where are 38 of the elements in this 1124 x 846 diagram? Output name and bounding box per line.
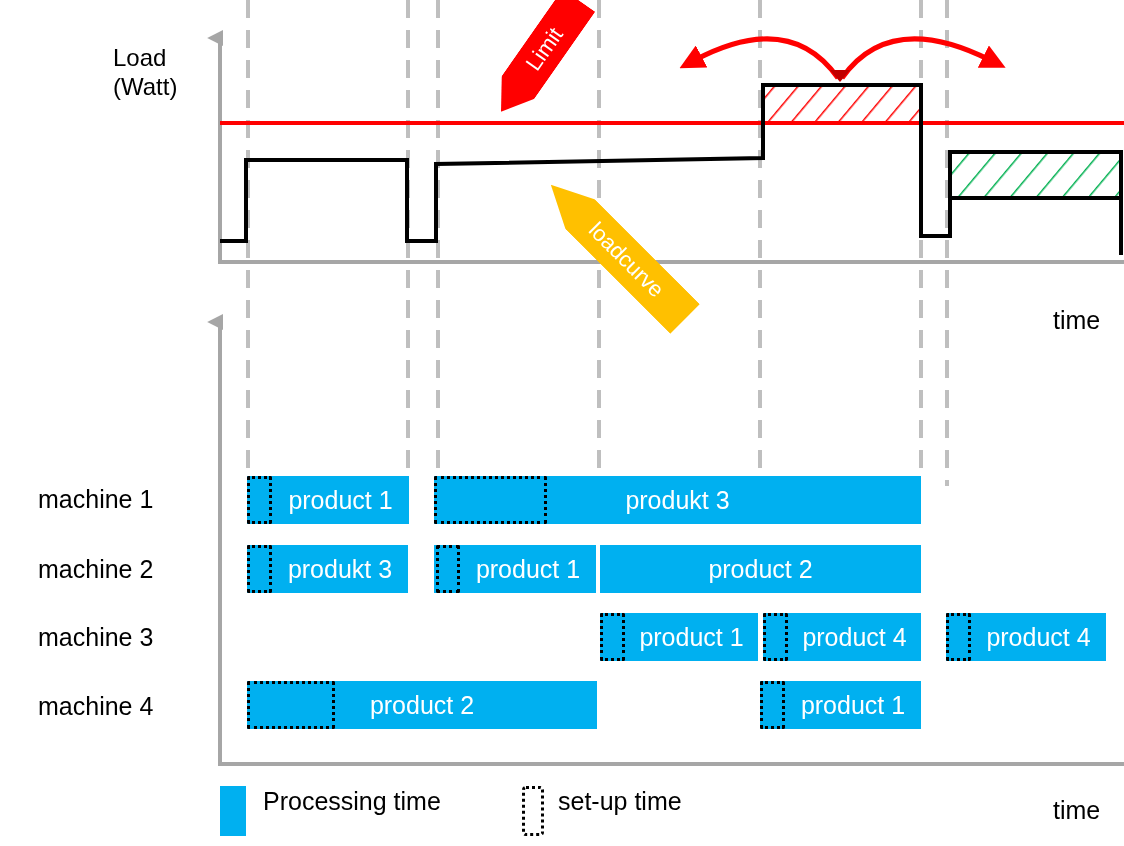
setup-time-box [247, 545, 272, 593]
legend-label: Processing time [263, 787, 441, 816]
processing-bar [946, 613, 1106, 661]
processing-bar [247, 545, 408, 593]
machine-label: machine 2 [38, 555, 154, 584]
setup-time-box [247, 476, 272, 524]
product-label: produkt 3 [287, 554, 393, 584]
processing-bar [600, 613, 758, 661]
setup-time-box [600, 613, 625, 661]
setup-time-box [436, 545, 460, 593]
setup-time-box [946, 613, 971, 661]
axis-label: time [1053, 306, 1101, 335]
processing-bar [763, 613, 921, 661]
product-label: product 2 [708, 554, 813, 584]
axis-label: time [1053, 796, 1101, 825]
processing-bar [600, 545, 921, 593]
product-label: product 2 [369, 690, 475, 720]
product-label: product 4 [986, 622, 1091, 652]
product-label: product 1 [800, 690, 906, 720]
product-label: product 4 [802, 622, 907, 652]
machine-label: machine 4 [38, 692, 154, 721]
setup-time-box [247, 681, 335, 729]
legend-label: set-up time [558, 787, 682, 816]
processing-bar [434, 476, 921, 524]
product-label: product 1 [288, 485, 393, 515]
processing-bar [434, 545, 596, 593]
product-label: product 1 [475, 554, 581, 584]
product-label: product 1 [639, 622, 744, 652]
product-label: produkt 3 [625, 485, 730, 515]
machine-label: machine 1 [38, 485, 154, 514]
processing-bar [760, 681, 921, 729]
setup-time-box [760, 681, 785, 729]
axis-label: Load (Watt) [113, 44, 179, 102]
setup-time-box [763, 613, 788, 661]
processing-bar [247, 681, 597, 729]
setup-time-box [434, 476, 547, 524]
processing-bar [247, 476, 409, 524]
machine-label: machine 3 [38, 623, 154, 652]
